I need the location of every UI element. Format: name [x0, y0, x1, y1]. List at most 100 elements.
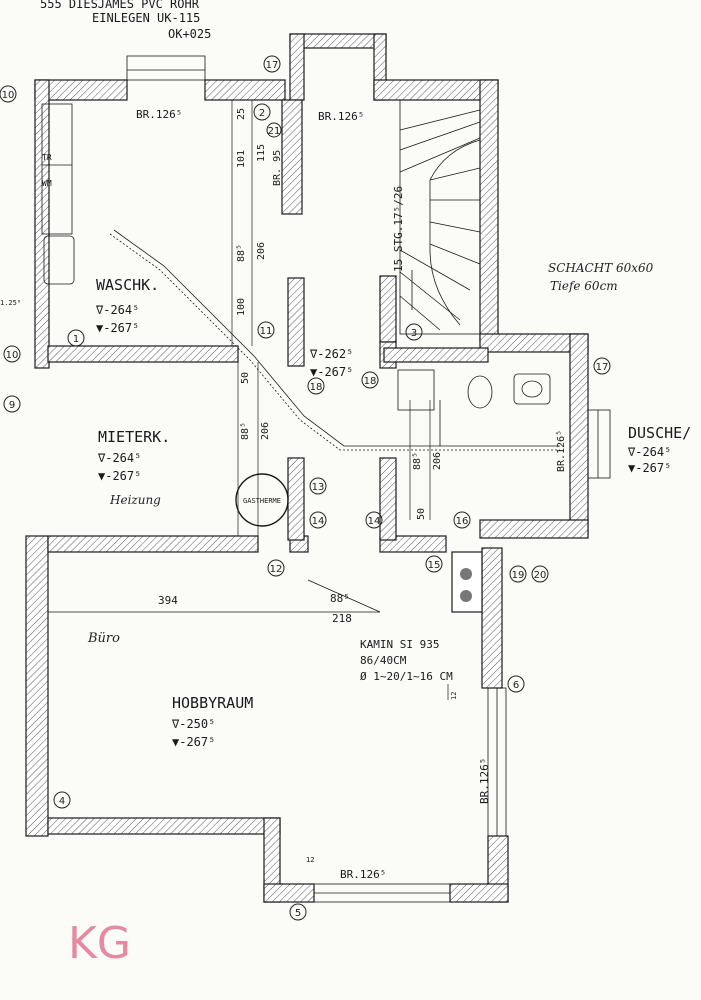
window-dusche: [587, 409, 611, 479]
room-flur-level-2: ▼-267⁵: [310, 365, 353, 379]
marker-5: 5: [289, 903, 307, 921]
room-waschk-level-2: ▼-267⁵: [96, 321, 139, 335]
dim-side-1: 1.25⁰: [0, 299, 21, 307]
room-hobbyraum-level-2: ▼-267⁵: [172, 735, 215, 749]
room-waschk-name: WASCHK.: [96, 276, 159, 294]
shaft-line-1: SCHACHT 60x60: [548, 261, 654, 275]
wall-wasch-right-lower: [287, 277, 305, 367]
svg-text:12: 12: [270, 564, 283, 575]
svg-text:16: 16: [456, 516, 469, 527]
room-waschk-level-1: ∇-264⁵: [95, 303, 139, 317]
marker-12: 12: [267, 559, 285, 577]
dim-218: 218: [332, 612, 352, 625]
room-hobbyraum-note: Büro: [87, 631, 120, 646]
dim-br-1: BR.126⁵: [136, 108, 182, 121]
svg-text:11: 11: [260, 326, 273, 337]
wash-basin: [513, 373, 551, 405]
svg-text:14: 14: [312, 516, 325, 527]
chimney-flue-2: [460, 590, 472, 602]
dim-115: 115: [256, 144, 267, 162]
kamin-line-1: KAMIN SI 935: [360, 638, 439, 651]
kamin-line-3: Ø 1~20/1~16 CM: [360, 670, 453, 683]
svg-text:10: 10: [6, 350, 19, 361]
marker-21: 21: [266, 122, 282, 138]
chimney: [451, 551, 483, 613]
dim-88-3: 88⁵: [412, 452, 423, 470]
wall-top-right: [373, 79, 499, 101]
wall-shaft-left: [289, 33, 305, 101]
marker-6: 6: [507, 675, 525, 693]
marker-15: 15: [425, 555, 443, 573]
marker-9: 9: [3, 395, 21, 413]
marker-14-a: 14: [309, 511, 327, 529]
header-line-2: EINLEGEN UK-115: [92, 11, 200, 25]
wall-mieter-right: [287, 457, 305, 541]
marker-10-a: 10: [0, 85, 17, 103]
stair-label: 15 STG.17⁵/26: [392, 186, 405, 272]
wash-tub: [43, 235, 75, 285]
marker-10-b: 10: [3, 345, 21, 363]
marker-13: 13: [309, 477, 327, 495]
svg-text:14: 14: [368, 516, 381, 527]
dim-br-6: BR. 95: [272, 150, 283, 186]
marker-18-a: 18: [307, 377, 325, 395]
gas-boiler: [235, 473, 289, 527]
dim-50-1: 50: [240, 372, 251, 384]
svg-text:18: 18: [364, 376, 377, 387]
room-mieterk-level-2: ▼-267⁵: [98, 469, 141, 483]
fixtures: [41, 103, 551, 411]
svg-text:17: 17: [266, 60, 279, 71]
svg-text:9: 9: [9, 400, 15, 411]
wall-bath-top-inner: [383, 347, 489, 363]
dim-50-2: 50: [416, 508, 427, 520]
svg-text:4: 4: [59, 796, 65, 807]
marker-19: 19: [509, 565, 527, 583]
svg-text:5: 5: [295, 908, 301, 919]
dim-101: 101: [236, 150, 247, 168]
wall-wasch-bottom: [47, 345, 239, 363]
svg-text:21: 21: [268, 126, 281, 137]
dimension-lines: [48, 100, 449, 700]
wall-hobby-right-upper: [481, 547, 503, 689]
svg-text:1: 1: [73, 334, 79, 345]
marker-17-b: 17: [593, 357, 611, 375]
gas-boiler-label: GASTHERME: [243, 497, 281, 505]
wall-bath-left-bottom: [379, 457, 397, 541]
wall-stair-right: [479, 79, 499, 343]
dim-br-3: BR.126⁵: [340, 868, 386, 881]
marker-16: 16: [453, 511, 471, 529]
svg-text:20: 20: [534, 570, 547, 581]
marker-11: 11: [257, 321, 275, 339]
shaft-line-2: Tiefe 60cm: [550, 279, 618, 293]
marker-17-a: 17: [263, 55, 281, 73]
room-mieterk-level-1: ∇-264⁵: [97, 451, 141, 465]
wall-top-middle: [204, 79, 286, 101]
svg-text:17: 17: [596, 362, 609, 373]
dim-br-5: BR.126⁵: [556, 430, 567, 472]
kamin-line-2: 86/40CM: [360, 654, 407, 667]
dim-88-2: 88⁵: [240, 422, 251, 440]
room-dusche-level-1: ∇-264⁵: [627, 445, 671, 459]
pipes: [109, 229, 560, 451]
room-mieterk-note: Heizung: [109, 493, 161, 507]
wall-stair-left: [379, 275, 397, 343]
window-top-left: [126, 55, 206, 81]
staircase: [399, 99, 481, 335]
wall-bottom-left: [263, 883, 315, 903]
svg-text:10: 10: [2, 90, 15, 101]
dim-br-4: BR.126⁵: [478, 758, 491, 804]
svg-text:2: 2: [259, 108, 265, 119]
dim-25: 25: [236, 108, 247, 120]
wall-hobby-bottom: [47, 817, 281, 835]
svg-text:3: 3: [411, 328, 417, 339]
marker-1: 1: [67, 329, 85, 347]
dim-206-3: 206: [432, 452, 443, 470]
svg-text:19: 19: [512, 570, 525, 581]
room-hobbyraum-name: HOBBYRAUM: [172, 694, 253, 712]
wall-wasch-right-upper: [281, 99, 303, 215]
room-dusche-name: DUSCHE/: [628, 424, 691, 442]
wm-label: WM: [42, 179, 52, 188]
svg-text:6: 6: [513, 680, 519, 691]
wall-bottom-right: [449, 883, 509, 903]
